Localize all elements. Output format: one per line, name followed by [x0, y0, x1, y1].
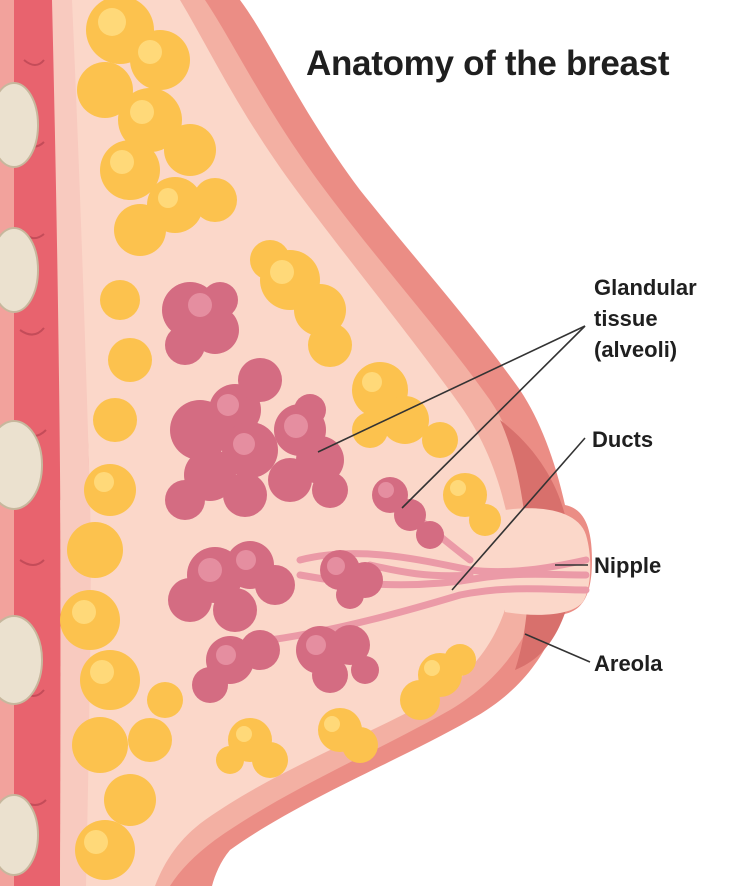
label-glandular-tissue: Glandular tissue (alveoli): [594, 272, 697, 365]
label-glandular-line-1: Glandular: [594, 272, 697, 303]
label-nipple: Nipple: [594, 550, 661, 581]
diagram-title: Anatomy of the breast: [306, 44, 669, 84]
label-glandular-line-2: tissue: [594, 303, 697, 334]
label-ducts: Ducts: [592, 424, 653, 455]
label-glandular-line-3: (alveoli): [594, 334, 697, 365]
label-areola: Areola: [594, 648, 662, 679]
